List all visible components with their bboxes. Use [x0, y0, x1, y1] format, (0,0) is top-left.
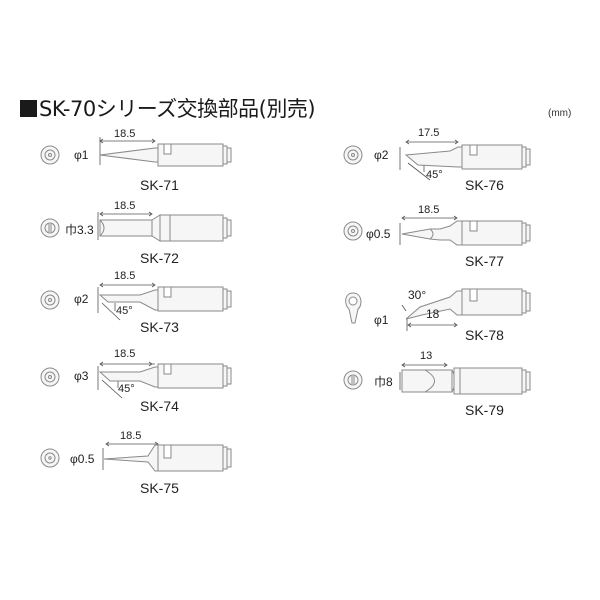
- unit-label: (mm): [548, 108, 572, 119]
- tip-drawing: [40, 441, 232, 472]
- tip-drawing: [343, 139, 531, 181]
- tip-drawing: [343, 362, 531, 395]
- model-label: SK-79: [465, 402, 504, 418]
- tip-drawing: [40, 361, 232, 399]
- tip-sk-71: 18.5 φ1 SK-71: [30, 128, 290, 215]
- tip-sk-79: 13 巾8 SK-79: [340, 350, 600, 440]
- model-label: SK-75: [140, 480, 179, 496]
- size-dim: φ0.5: [70, 452, 95, 466]
- tip-sk-76: 17.5 φ2 45° SK-76: [340, 127, 600, 215]
- size-dim: φ1: [374, 313, 389, 327]
- model-label: SK-73: [140, 319, 179, 335]
- model-label: SK-72: [140, 250, 179, 266]
- angle-dim: 45°: [116, 305, 133, 317]
- tip-drawing: [343, 215, 531, 246]
- length-dim: 18.5: [114, 270, 136, 282]
- angle-dim: 45°: [118, 383, 135, 395]
- model-label: SK-74: [140, 398, 179, 414]
- length-dim: 18.5: [120, 430, 142, 442]
- size-dim: 巾8: [374, 375, 393, 389]
- tip-drawing: [40, 137, 232, 167]
- tip-drawing: [40, 282, 232, 321]
- tip-sk-74: 18.5 φ3 45° SK-74: [30, 348, 290, 440]
- length-dim: 18.5: [114, 348, 136, 360]
- length-dim: 13: [420, 350, 433, 362]
- tip-drawing: [345, 288, 531, 331]
- page-title: SK-70シリーズ交換部品(別売): [20, 93, 316, 123]
- size-dim: φ0.5: [366, 227, 391, 241]
- length-dim: 18: [426, 307, 440, 321]
- angle-dim: 45°: [426, 169, 443, 181]
- tip-sk-73: 18.5 φ2 45° SK-73: [30, 270, 290, 365]
- size-dim: φ3: [74, 369, 89, 383]
- tip-drawing: [40, 211, 232, 242]
- tip-sk-75: 18.5 φ0.5 SK-75: [30, 430, 290, 520]
- tip-sk-78: 30° φ1 18 SK-78: [340, 285, 600, 365]
- size-dim: φ2: [374, 148, 389, 162]
- tip-sk-72: 18.5 巾3.3 SK-72: [30, 200, 290, 290]
- length-dim: 18.5: [418, 204, 440, 216]
- tip-sk-77: 18.5 φ0.5 SK-77: [340, 204, 600, 295]
- model-label: SK-77: [465, 253, 504, 269]
- model-label: SK-76: [465, 177, 504, 193]
- length-dim: 18.5: [114, 128, 136, 140]
- length-dim: 17.5: [418, 127, 440, 139]
- model-label: SK-78: [465, 327, 504, 343]
- model-label: SK-71: [140, 177, 179, 193]
- length-dim: 18.5: [114, 200, 136, 212]
- title-square-icon: [20, 99, 37, 117]
- size-dim: φ2: [74, 292, 89, 306]
- size-dim: 巾3.3: [65, 223, 94, 237]
- size-dim: φ1: [74, 148, 89, 162]
- angle-dim: 30°: [408, 288, 427, 302]
